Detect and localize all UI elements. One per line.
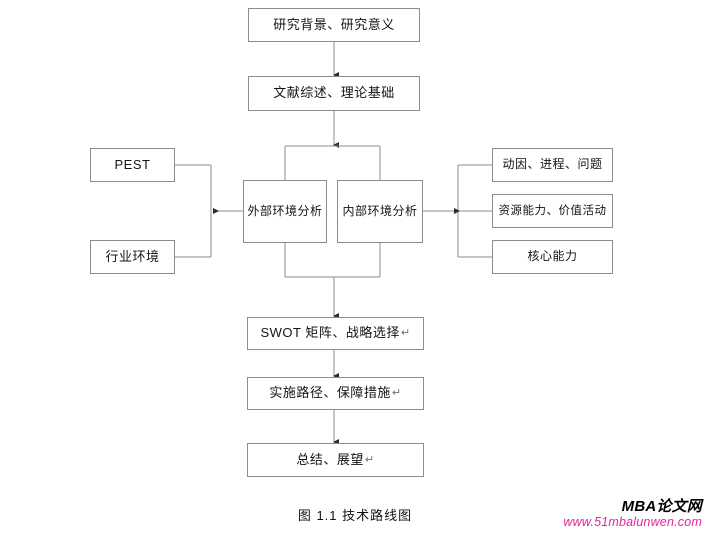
node-external-environment-analysis: 外部环境分析 [243, 180, 327, 243]
paragraph-mark-icon: ↵ [364, 453, 375, 466]
node-label: 研究背景、研究意义 [273, 16, 395, 32]
node-internal-environment-analysis: 内部环境分析 [337, 180, 423, 243]
node-research-background: 研究背景、研究意义 [248, 8, 420, 42]
figure-caption: 图 1.1 技术路线图 [297, 508, 413, 523]
watermark-url: www.51mbalunwen.com [563, 515, 702, 530]
paragraph-mark-icon: ↵ [400, 327, 411, 340]
node-label: SWOT 矩阵、战略选择 [260, 325, 400, 341]
node-pest: PEST [90, 148, 175, 182]
watermark: MBA论文网 www.51mbalunwen.com [563, 498, 702, 530]
node-industry-environment: 行业环境 [90, 240, 175, 274]
node-label: 核心能力 [527, 249, 578, 264]
node-label: 内部环境分析 [342, 203, 418, 218]
node-label: 文献综述、理论基础 [273, 85, 395, 101]
node-label: 动因、进程、问题 [502, 157, 603, 172]
node-core-capability: 核心能力 [492, 240, 613, 274]
node-conclusion-outlook: 总结、展望↵ [247, 443, 424, 477]
node-label: 实施路径、保障措施 [269, 385, 391, 401]
node-label: PEST [114, 156, 151, 172]
paragraph-mark-icon: ↵ [391, 387, 402, 400]
node-label: 总结、展望 [296, 451, 364, 467]
node-label: 行业环境 [105, 248, 160, 264]
node-label: 外部环境分析 [247, 203, 323, 218]
watermark-brand: MBA论文网 [621, 498, 702, 515]
node-resource-value-activity: 资源能力、价值活动 [492, 194, 613, 228]
node-motive-process-problem: 动因、进程、问题 [492, 148, 613, 182]
node-swot-strategy: SWOT 矩阵、战略选择↵ [247, 317, 424, 350]
node-label: 资源能力、价值活动 [498, 204, 607, 217]
node-implementation-path: 实施路径、保障措施↵ [247, 377, 424, 410]
node-literature-review: 文献综述、理论基础 [248, 76, 420, 111]
